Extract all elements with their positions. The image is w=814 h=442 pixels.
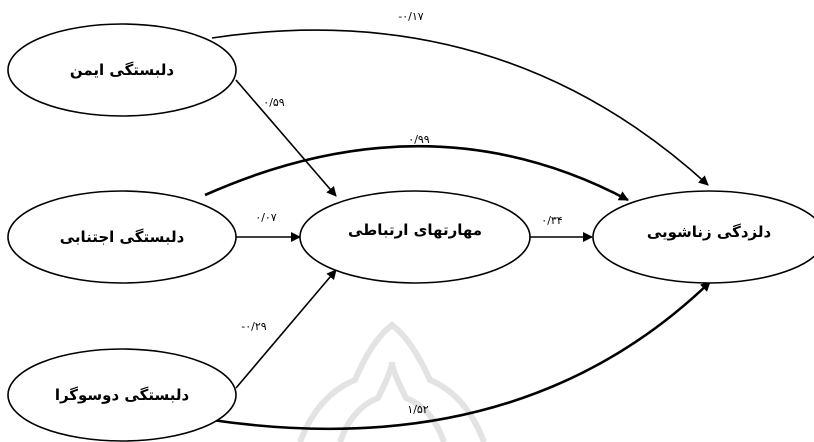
- svg-text:دلبستگی دوسوگرا: دلبستگی دوسوگرا: [55, 386, 190, 404]
- node-marital-boredom: دلزدگی زناشویی: [592, 190, 814, 284]
- svg-text:دلبستگی ایمن: دلبستگی ایمن: [70, 61, 175, 79]
- coef-ambivalent-to-boredom: ۱/۵۲: [407, 403, 429, 416]
- coef-secure-to-communication: ۰/۵۹: [263, 96, 285, 109]
- svg-text:مهارتهای ارتباطی: مهارتهای ارتباطی: [348, 221, 482, 239]
- edge-avoidant-to-boredom: [204, 144, 629, 202]
- watermark-seal: [297, 321, 487, 442]
- node-avoidant-attachment: دلبستگی اجتنابی: [7, 190, 237, 284]
- edge-ambivalent-to-boredom: [211, 281, 711, 431]
- coef-communication-to-boredom: ۰/۳۴: [541, 214, 563, 227]
- coef-avoidant-to-communication: ۰/۰۷: [255, 211, 277, 224]
- edge-secure-to-boredom: [211, 29, 709, 186]
- coef-ambivalent-to-communication: -۰/۲۹: [241, 320, 266, 333]
- svg-text:دلبستگی اجتنابی: دلبستگی اجتنابی: [60, 228, 185, 246]
- node-ambivalent-attachment: دلبستگی دوسوگرا: [7, 348, 237, 442]
- edge-secure-to-communication: [235, 79, 337, 197]
- edge-ambivalent-to-communication: [235, 269, 337, 389]
- coef-secure-to-boredom: -۰/۱۷: [398, 10, 423, 23]
- node-secure-attachment: دلبستگی ایمن: [7, 23, 237, 117]
- svg-text:دلزدگی زناشویی: دلزدگی زناشویی: [647, 223, 772, 241]
- node-communication-skills: مهارتهای ارتباطی: [299, 190, 531, 284]
- coef-avoidant-to-boredom: ۰/۹۹: [408, 133, 430, 146]
